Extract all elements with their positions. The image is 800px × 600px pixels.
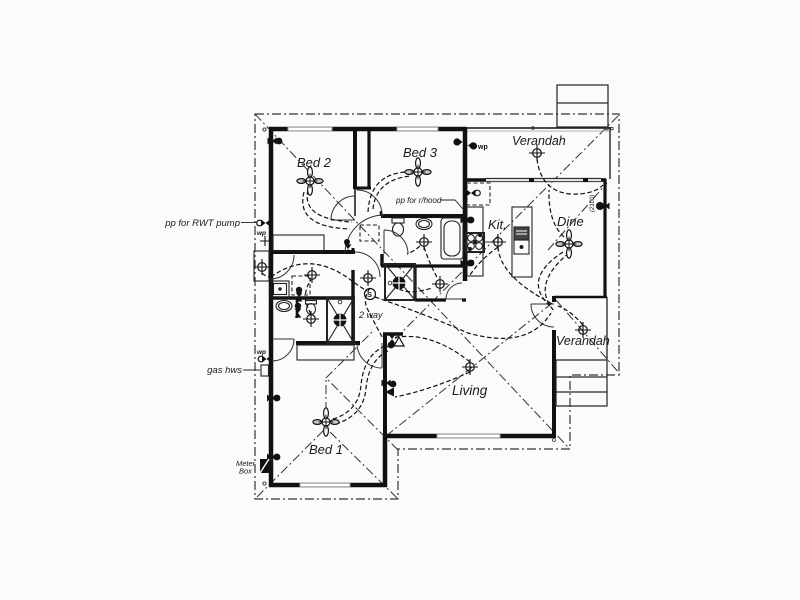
svg-text:Verandah: Verandah xyxy=(556,334,610,348)
svg-text:Bed 2: Bed 2 xyxy=(297,155,332,170)
svg-text:wp: wp xyxy=(477,144,488,151)
svg-text:Kit.: Kit. xyxy=(488,217,507,232)
svg-text:(2100): (2100) xyxy=(590,195,596,212)
svg-text:wp: wp xyxy=(257,230,266,237)
svg-text:S: S xyxy=(367,290,372,299)
svg-text:pp for RWT pump: pp for RWT pump xyxy=(164,218,240,229)
svg-text:Bed 3: Bed 3 xyxy=(403,145,438,160)
svg-text:2 way: 2 way xyxy=(358,310,383,320)
svg-text:Living: Living xyxy=(452,383,488,398)
svg-text:gas hws: gas hws xyxy=(207,365,242,376)
svg-text:pp for r/hood: pp for r/hood xyxy=(395,196,442,205)
svg-text:Box: Box xyxy=(239,467,252,476)
svg-text:Meter: Meter xyxy=(236,459,256,468)
svg-text:Bed 1: Bed 1 xyxy=(309,442,343,457)
svg-text:wp: wp xyxy=(257,349,266,356)
svg-text:Dine: Dine xyxy=(557,214,584,229)
svg-text:Verandah: Verandah xyxy=(512,134,566,148)
